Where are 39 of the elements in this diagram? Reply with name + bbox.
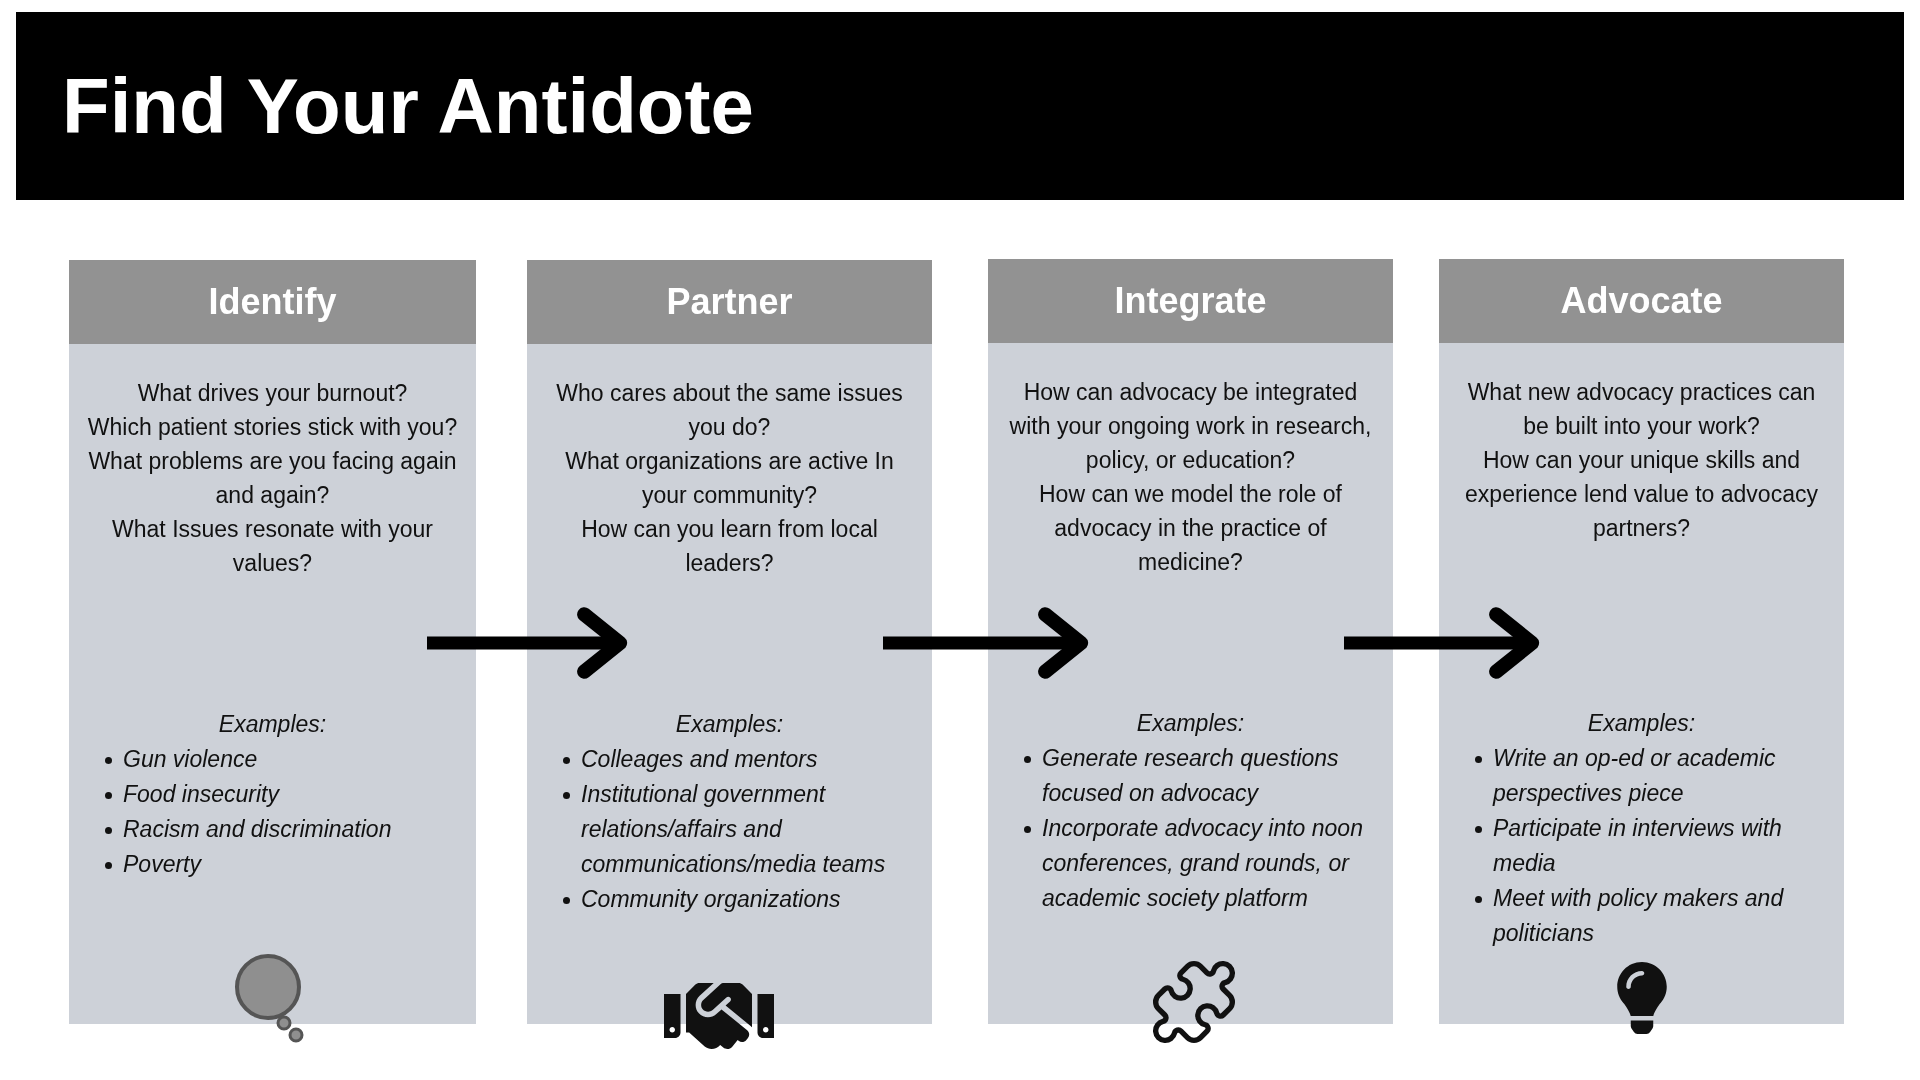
example-item: Participate in interviews with media — [1493, 814, 1783, 878]
example-item: Racism and discrimination — [123, 815, 392, 844]
question-text: What organizations are active In your community? — [564, 447, 895, 510]
question-text: How can your unique skills and experience lend value to advocacy partners? — [1464, 446, 1819, 543]
example-item: Meet with policy makers and politicians — [1493, 884, 1785, 948]
example-item: Community organizations — [581, 885, 841, 914]
step-heading: Advocate — [1560, 279, 1723, 323]
question-text: How can you learn from local leaders? — [580, 515, 879, 578]
step-heading: Identify — [208, 280, 337, 324]
title: Find Your Antidote — [62, 62, 754, 150]
example-item: Incorporate advocacy into noon conferences, grand rounds, or academic society platform — [1042, 814, 1364, 913]
step-card — [988, 259, 1393, 1024]
question-text: How can advocacy be integrated with your ongoing work in research, policy, or education? — [1008, 378, 1373, 475]
example-item: Write an op-ed or academic perspectives piece — [1493, 744, 1777, 808]
question-text: What new advocacy practices can be built into your work? — [1466, 378, 1817, 441]
example-item: Food insecurity — [123, 780, 279, 809]
question-text: What drives your burnout? — [136, 379, 409, 408]
step-card — [69, 260, 476, 1024]
step-heading: Partner — [666, 280, 793, 324]
examples-label: Examples: — [1135, 709, 1246, 738]
arrow — [883, 607, 1089, 679]
example-item: Institutional government relations/affairs and communications/media teams — [581, 780, 887, 879]
question-text: Which patient stories stick with you? — [86, 413, 459, 442]
step-heading: Integrate — [1114, 279, 1267, 323]
example-item: Gun violence — [123, 745, 258, 774]
example-item: Generate research questions focused on advocacy — [1042, 744, 1340, 808]
step-card — [1439, 259, 1844, 1024]
question-text: What Issues resonate with your values? — [111, 515, 434, 578]
question-text: What problems are you facing again and again? — [87, 447, 458, 510]
example-item: Poverty — [123, 850, 201, 879]
example-item: Colleages and mentors — [581, 745, 818, 774]
step-card — [527, 260, 932, 1024]
question-text: How can we model the role of advocacy in the practice of medicine? — [1038, 480, 1343, 577]
examples-label: Examples: — [674, 710, 785, 739]
arrow — [1344, 607, 1540, 679]
examples-label: Examples: — [217, 710, 328, 739]
examples-label: Examples: — [1586, 709, 1697, 738]
arrow — [427, 607, 628, 679]
question-text: Who cares about the same issues you do? — [555, 379, 904, 442]
